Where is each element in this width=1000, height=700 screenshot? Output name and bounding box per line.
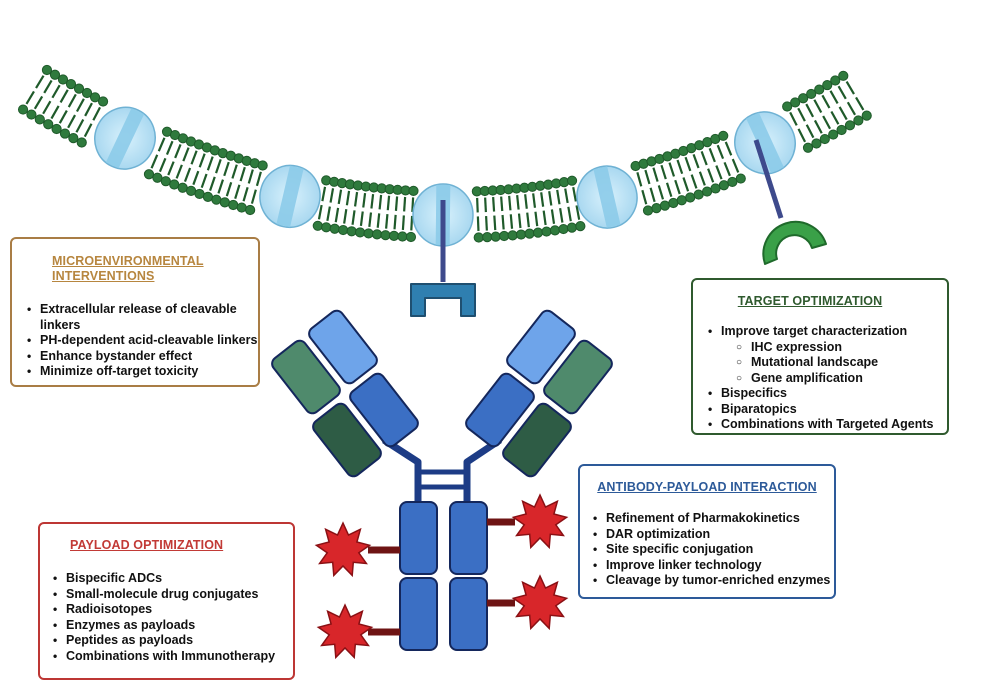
- fc-domain: [449, 577, 488, 651]
- list-item: Extracellular release of cleavable linke…: [27, 302, 258, 333]
- list-item: Combinations with Targeted Agents: [708, 417, 947, 433]
- payload-star: [314, 521, 372, 578]
- antibody-list: Refinement of Pharmakokinetics DAR optim…: [580, 511, 834, 589]
- list-subitem: Gene amplification: [736, 371, 947, 387]
- hinge-left: [382, 437, 422, 502]
- payload-list: Bispecific ADCs Small-molecule drug conj…: [40, 571, 293, 664]
- target-receptor-green: [753, 139, 827, 265]
- fc-domain: [399, 577, 438, 651]
- payload-title: PAYLOAD OPTIMIZATION: [70, 538, 224, 552]
- membrane-channel: [734, 111, 796, 175]
- heavy-chain-constant-left: [349, 372, 419, 448]
- list-item: Radioisotopes: [53, 602, 293, 618]
- target-optimization-box: TARGET OPTIMIZATION Improve target chara…: [691, 278, 949, 435]
- light-chain-constant-left: [312, 402, 382, 478]
- light-chain-variable-left: [271, 339, 341, 415]
- antibody: [271, 309, 613, 660]
- antibody-title: ANTIBODY-PAYLOAD INTERACTION: [597, 480, 817, 494]
- list-subitem: Mutational landscape: [736, 355, 947, 371]
- list-item: PH-dependent acid-cleavable linkers: [27, 333, 258, 349]
- list-item: Enzymes as payloads: [53, 618, 293, 634]
- list-item: Improve linker technology: [593, 558, 834, 574]
- payload-star: [316, 603, 374, 660]
- list-item: Peptides as payloads: [53, 633, 293, 649]
- membrane-channel: [576, 165, 638, 229]
- heavy-chain-constant-right: [465, 372, 535, 448]
- list-subitem: IHC expression: [736, 340, 947, 356]
- target-title: TARGET OPTIMIZATION: [737, 294, 883, 308]
- list-item: Minimize off-target toxicity: [27, 364, 258, 380]
- fc-domain: [449, 501, 488, 575]
- membrane-channel: [94, 106, 156, 170]
- heavy-chain-variable-right: [506, 309, 576, 385]
- list-item: Small-molecule drug conjugates: [53, 587, 293, 603]
- fc-domain: [399, 501, 438, 575]
- list-item: DAR optimization: [593, 527, 834, 543]
- list-item: Combinations with Immunotherapy: [53, 649, 293, 665]
- microenvironmental-interventions-box: MICROENVIRONMENTAL INTERVENTIONS Extrace…: [10, 237, 260, 387]
- light-chain-variable-right: [543, 339, 613, 415]
- list-item: Improve target characterization: [708, 324, 947, 340]
- light-chain-constant-right: [502, 402, 572, 478]
- list-item: Biparatopics: [708, 402, 947, 418]
- payload-optimization-box: PAYLOAD OPTIMIZATION Bispecific ADCs Sma…: [38, 522, 295, 680]
- membrane-channel: [259, 164, 321, 229]
- hinge-right: [463, 437, 502, 502]
- target-list: Improve target characterization IHC expr…: [693, 324, 947, 433]
- payload-star: [511, 574, 569, 631]
- microenvironmental-list: Extracellular release of cleavable linke…: [12, 302, 258, 380]
- list-item: Cleavage by tumor-enriched enzymes: [593, 573, 834, 589]
- list-item: Bispecific ADCs: [53, 571, 293, 587]
- target-receptor-blue: [410, 200, 476, 317]
- list-item: Bispecifics: [708, 386, 947, 402]
- heavy-chain-variable-left: [308, 309, 378, 385]
- cell-membrane: [17, 64, 872, 247]
- payload-star: [511, 493, 569, 550]
- list-item: Site specific conjugation: [593, 542, 834, 558]
- list-item: Refinement of Pharmakokinetics: [593, 511, 834, 527]
- microenvironmental-title: MICROENVIRONMENTAL INTERVENTIONS: [52, 254, 204, 283]
- list-item: Enhance bystander effect: [27, 349, 258, 365]
- antibody-payload-interaction-box: ANTIBODY-PAYLOAD INTERACTION Refinement …: [578, 464, 836, 599]
